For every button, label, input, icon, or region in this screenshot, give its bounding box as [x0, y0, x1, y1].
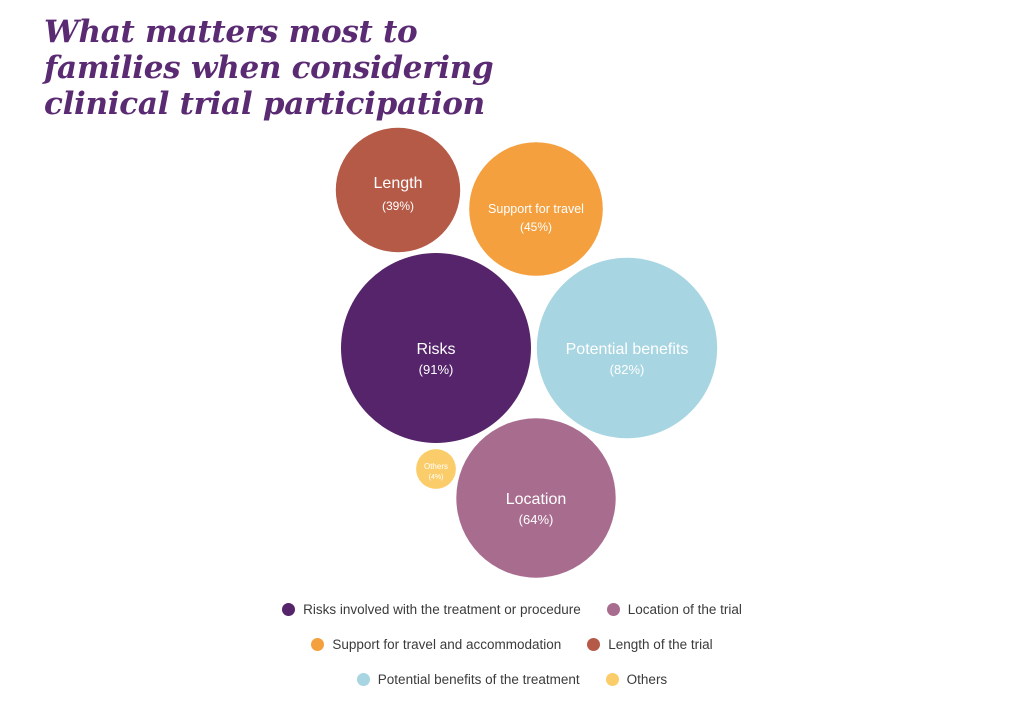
legend-swatch-travel [311, 637, 325, 651]
bubble-value-travel: (45%) [520, 220, 552, 234]
bubble-label-travel: Support for travel [488, 202, 584, 216]
bubble-value-benefits: (82%) [610, 362, 645, 377]
bubble-circle-risks [341, 253, 531, 443]
bubble-value-risks: (91%) [419, 362, 454, 377]
bubble-travel: Support for travel (45%) [469, 142, 603, 276]
legend-item-location: Location of the trial [606, 601, 742, 617]
bubble-label-risks: Risks [416, 341, 455, 358]
legend-label-length: Length of the trial [608, 636, 713, 652]
bubble-chart: Length (39%) Support for travel (45%) Risks (… [335, 127, 718, 578]
bubble-others: Others (4%) [416, 449, 456, 489]
bubble-value-location: (64%) [519, 512, 554, 527]
legend-swatch-risks [282, 602, 296, 616]
legend-item-length: Length of the trial [587, 636, 713, 652]
legend-swatch-others [605, 672, 619, 686]
bubble-circle-length [335, 127, 461, 253]
legend-row: Risks involved with the treatment or pro… [0, 600, 1024, 618]
bubble-value-others: (4%) [429, 474, 444, 481]
legend-label-others: Others [626, 671, 668, 687]
legend-swatch-benefits [356, 672, 370, 686]
bubble-location: Location (64%) [456, 418, 616, 578]
legend-item-others: Others [605, 671, 668, 687]
legend-label-benefits: Potential benefits of the treatment [377, 671, 580, 687]
legend-swatch-length [587, 637, 601, 651]
legend-item-benefits: Potential benefits of the treatment [356, 671, 580, 687]
legend-row: Potential benefits of the treatment Other… [0, 670, 1024, 688]
bubble-label-others: Others [424, 462, 448, 471]
bubble-label-benefits: Potential benefits [566, 341, 689, 358]
bubble-circle-location [456, 418, 616, 578]
legend-row: Support for travel and accommodation Leng… [0, 635, 1024, 653]
bubble-circle-others [416, 449, 456, 489]
bubble-label-location: Location [506, 491, 567, 508]
bubble-circle-benefits [536, 257, 718, 439]
legend-label-location: Location of the trial [627, 601, 742, 617]
bubble-risks: Risks (91%) [341, 253, 531, 443]
bubble-circle-travel [469, 142, 603, 276]
legend-item-travel: Support for travel and accommodation [311, 637, 561, 652]
legend-swatch-location [606, 602, 620, 616]
chart-title: What matters most to families when consi… [44, 14, 494, 122]
legend-label-risks: Risks involved with the treatment or pro… [303, 601, 581, 617]
bubble-label-length: Length [374, 175, 423, 192]
bubble-benefits: Potential benefits (82%) [536, 257, 718, 439]
legend-label-travel: Support for travel and accommodation [332, 636, 562, 652]
legend-item-risks: Risks involved with the treatment or pro… [282, 602, 581, 617]
bubble-value-length: (39%) [382, 199, 414, 213]
chart-legend: Risks involved with the treatment or pro… [0, 600, 1024, 705]
bubble-length: Length (39%) [335, 127, 461, 253]
